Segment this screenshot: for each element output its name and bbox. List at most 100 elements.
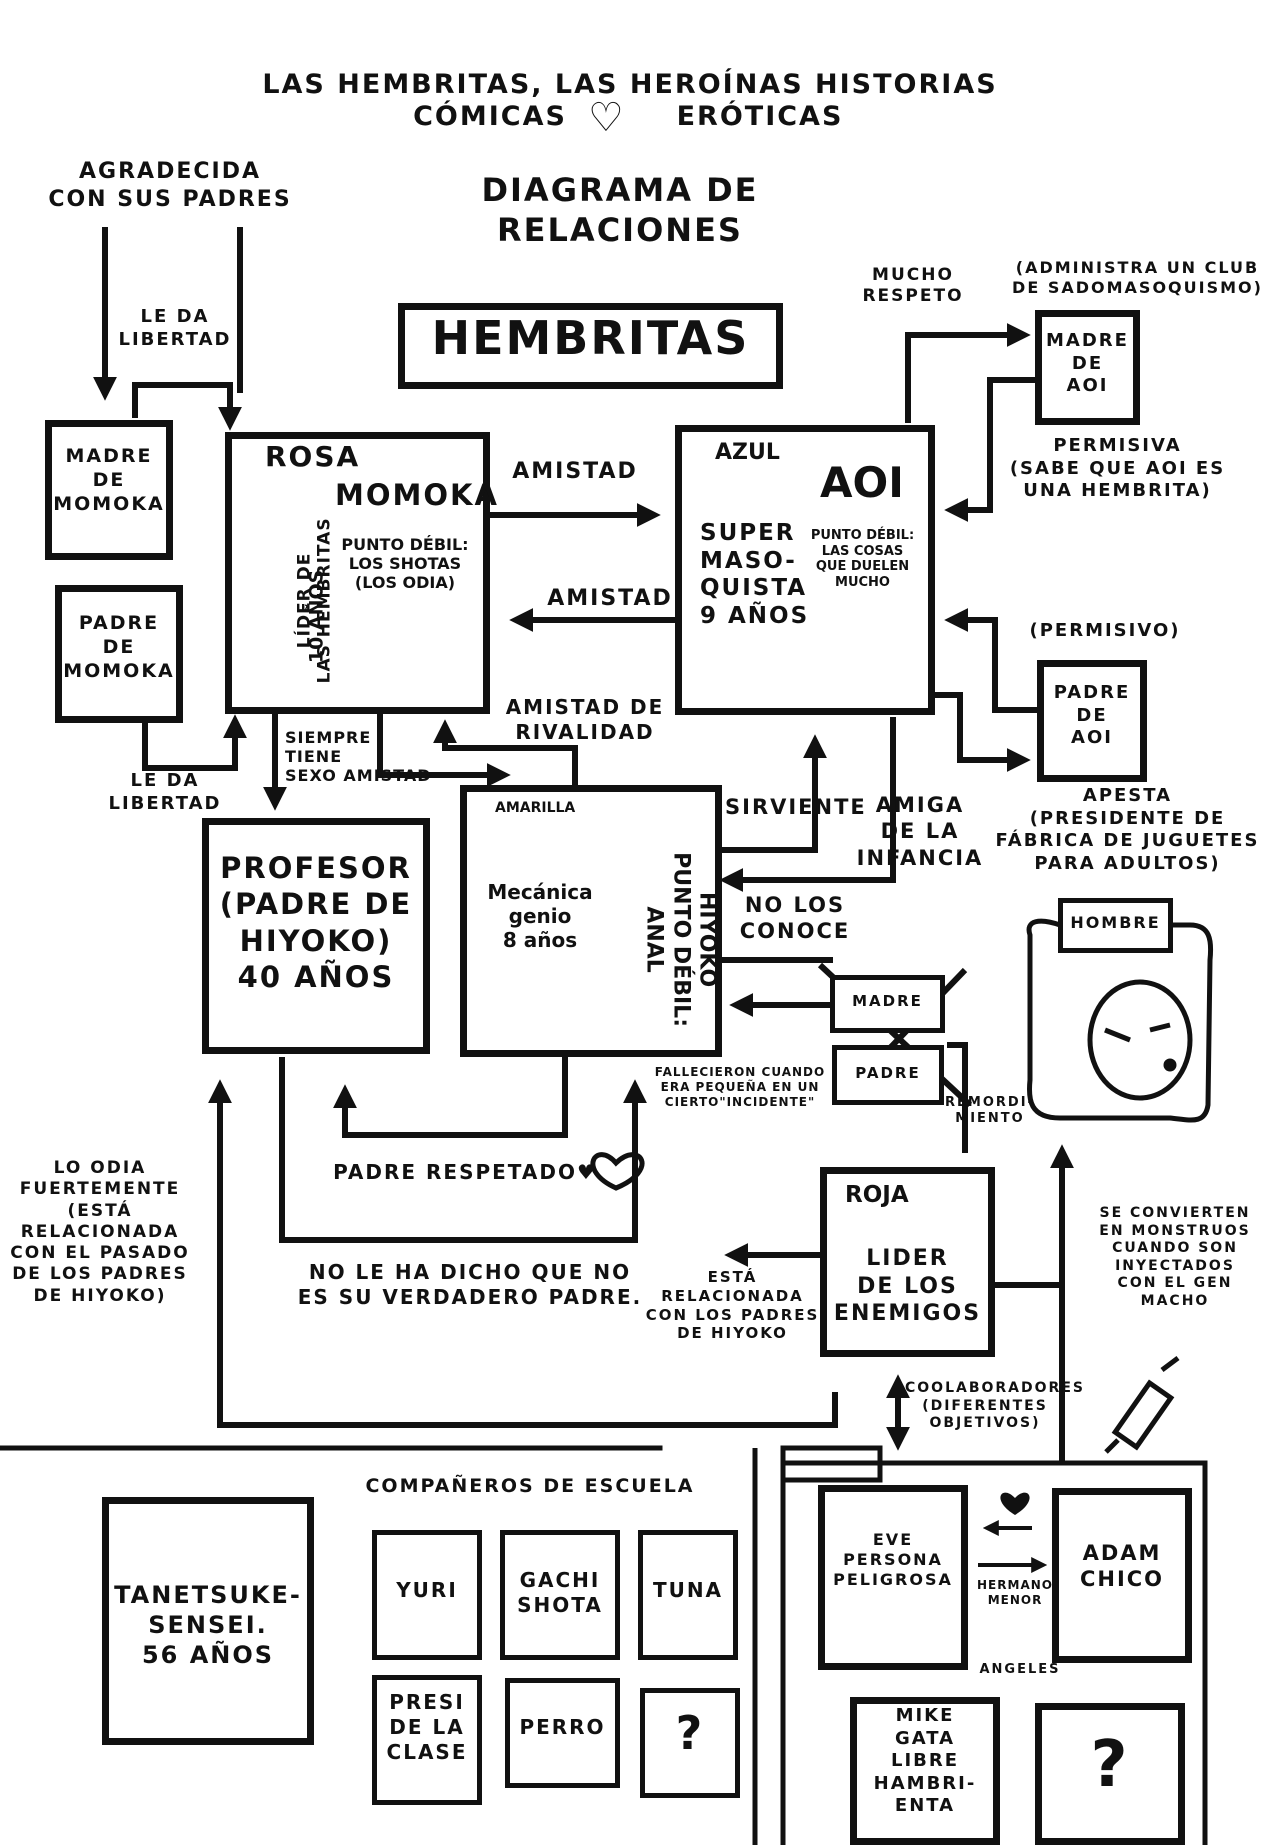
padre-aoi-box[interactable]: [1037, 660, 1147, 782]
hiyoko-box[interactable]: [460, 785, 722, 1057]
student-unknown: ?: [675, 1706, 705, 1760]
aoi-name: AOI: [820, 458, 904, 507]
title-line-1: Las hembritas, las heroínas historias: [262, 69, 998, 100]
label-amiga-infancia: Amiga de la infancia: [856, 793, 984, 870]
label-se-convierten: Se convierten en monstruos cuando son in…: [1099, 1205, 1251, 1309]
padre-momoka-label: Padre de Momoka: [63, 612, 175, 682]
momoka-color: Rosa: [265, 440, 361, 473]
label-coolaboradores: Coolaboradores (Diferentes objetivos): [905, 1380, 1085, 1431]
roja-color: Roja: [845, 1182, 909, 1208]
eve-box[interactable]: [818, 1485, 968, 1670]
label-amistad-rivalidad: Amistad de rivalidad: [505, 695, 665, 744]
student-box-presi[interactable]: [372, 1675, 482, 1805]
heart-icon: [590, 1152, 645, 1191]
mike-label: Mike gata libre hambri- enta: [873, 1705, 977, 1816]
momoka-name: Momoka: [335, 478, 499, 512]
line-permisiva: [944, 377, 1038, 522]
label-no-le-ha-dicho: No le ha dicho que no es su verdadero pa…: [297, 1260, 643, 1309]
profesor-box[interactable]: [202, 818, 430, 1054]
line-padre-respetado: [333, 1057, 568, 1138]
title-word-comicas: cómicas: [413, 101, 567, 132]
line-sexo-amistad: [377, 712, 511, 787]
hombre-box[interactable]: [1058, 898, 1173, 953]
line-libertad-bottom: [142, 714, 247, 771]
label-no-los-conoce: No los conoce: [739, 893, 851, 944]
label-siempre-tiene: Siempre tiene sexo amistad: [285, 728, 432, 786]
student-tuna: Tuna: [652, 1578, 724, 1602]
adam-box[interactable]: [1052, 1488, 1192, 1663]
syringe-icon: [1104, 1356, 1180, 1454]
teacher-box[interactable]: [102, 1497, 314, 1745]
line-mucho-respeto: [905, 323, 1031, 423]
hombre-label: Hombre: [1070, 913, 1161, 932]
roja-label: Lider de los enemigos: [833, 1246, 982, 1326]
student-box-yuri[interactable]: [372, 1530, 482, 1660]
madre-aoi-label: Madre de Aoi: [1046, 330, 1129, 396]
hombre-face-icon: [1026, 918, 1214, 1123]
aoi-box[interactable]: [675, 425, 935, 715]
label-le-da-libertad-bottom: Le da libertad: [108, 770, 222, 814]
aoi-desc: Super maso- quista 9 años: [700, 520, 810, 629]
line-sirviente: [717, 734, 827, 853]
teacher-label: Tanetsuke- sensei. 56 años: [114, 1581, 302, 1669]
madre-hiyoko-box[interactable]: [830, 975, 945, 1033]
momoka-age: 10 años: [305, 569, 328, 664]
momoka-box[interactable]: [225, 432, 490, 714]
adam-label: Adam chico: [1079, 1541, 1165, 1592]
line-amiga-infancia: [719, 717, 896, 892]
student-box-tuna[interactable]: [638, 1530, 738, 1660]
title-word-eroticas: eróticas: [676, 101, 844, 132]
label-sirviente: Sirviente: [725, 795, 867, 819]
angels-frame: [752, 1445, 1208, 1845]
label-apesta: Apesta (Presidente de fábrica de juguete…: [995, 785, 1260, 874]
madre-momoka-box[interactable]: [45, 420, 173, 560]
line-lo-odia: [208, 1079, 838, 1428]
padre-hiyoko-box[interactable]: [832, 1045, 944, 1105]
momoka-weakness: Punto débil: Los shotas (Los odia): [341, 535, 469, 593]
eve-label: Eve persona peligrosa: [833, 1530, 953, 1589]
madre-aoi-box[interactable]: [1035, 310, 1140, 425]
padre-hiyoko-label: Padre: [855, 1064, 921, 1082]
label-administra: (Administra un club de sadomasoquismo): [1012, 258, 1263, 297]
student-gachi-shota: Gachi shota: [517, 1568, 603, 1617]
hiyoko-color: Amarilla: [495, 800, 576, 816]
label-permisivo: (Permisivo): [1029, 620, 1181, 641]
hiyoko-name: Hiyoko Punto débil: Anal: [641, 852, 720, 1028]
student-box-unknown[interactable]: [640, 1688, 740, 1798]
aoi-color: Azul: [715, 440, 780, 465]
line-permisivo: [944, 608, 1043, 713]
label-padre-respetado: Padre respetado♥: [333, 1160, 597, 1184]
line-remordimiento: [947, 1042, 968, 1153]
madre-hiyoko-label: Madre: [852, 992, 923, 1010]
label-fallecieron: Fallecieron cuando era pequeña en un cie…: [654, 1065, 826, 1109]
student-box-perro[interactable]: [505, 1678, 620, 1788]
diagram-subtitle: Diagrama de relaciones: [481, 171, 759, 249]
hiyoko-desc: Mecánica genio 8 años: [487, 880, 593, 952]
hembritas-title: Hembritas: [431, 311, 750, 365]
label-lo-odia: Lo odia fuertemente (Está relacionada co…: [10, 1158, 190, 1306]
padre-aoi-label: Padre de Aoi: [1053, 682, 1131, 748]
student-box-gachi[interactable]: [500, 1530, 620, 1660]
label-agradecida: Agradecida con sus padres: [48, 159, 292, 212]
aoi-weakness: Punto débil: las cosas que duelen mucho: [810, 528, 915, 590]
line-rivalidad: [433, 719, 578, 788]
student-yuri: Yuri: [396, 1578, 458, 1602]
line-apesta: [932, 692, 1031, 772]
school-title: Compañeros de escuela: [365, 1475, 695, 1497]
roja-box[interactable]: [820, 1167, 995, 1357]
heart-icon-angels: [1000, 1492, 1030, 1515]
hembritas-title-box: [398, 303, 783, 389]
label-amistad-1: Amistad: [512, 459, 638, 484]
label-amistad-2: Amistad: [547, 586, 673, 611]
label-esta-relacionada: Está relacionada con los padres de Hiyok…: [645, 1268, 820, 1343]
padre-momoka-box[interactable]: [55, 585, 183, 723]
label-angeles: Angeles: [979, 1662, 1061, 1677]
student-perro: Perro: [519, 1715, 606, 1739]
angel-unknown-box[interactable]: [1035, 1703, 1185, 1845]
mike-box[interactable]: [850, 1697, 1000, 1845]
line-monstruos: [987, 1144, 1074, 1288]
line-no-le-ha-dicho: [279, 1057, 647, 1243]
label-remordimiento: Remordi- miento: [945, 1095, 1035, 1127]
label-permisiva: Permisiva (Sabe que Aoi es una hembrita): [1009, 435, 1226, 501]
